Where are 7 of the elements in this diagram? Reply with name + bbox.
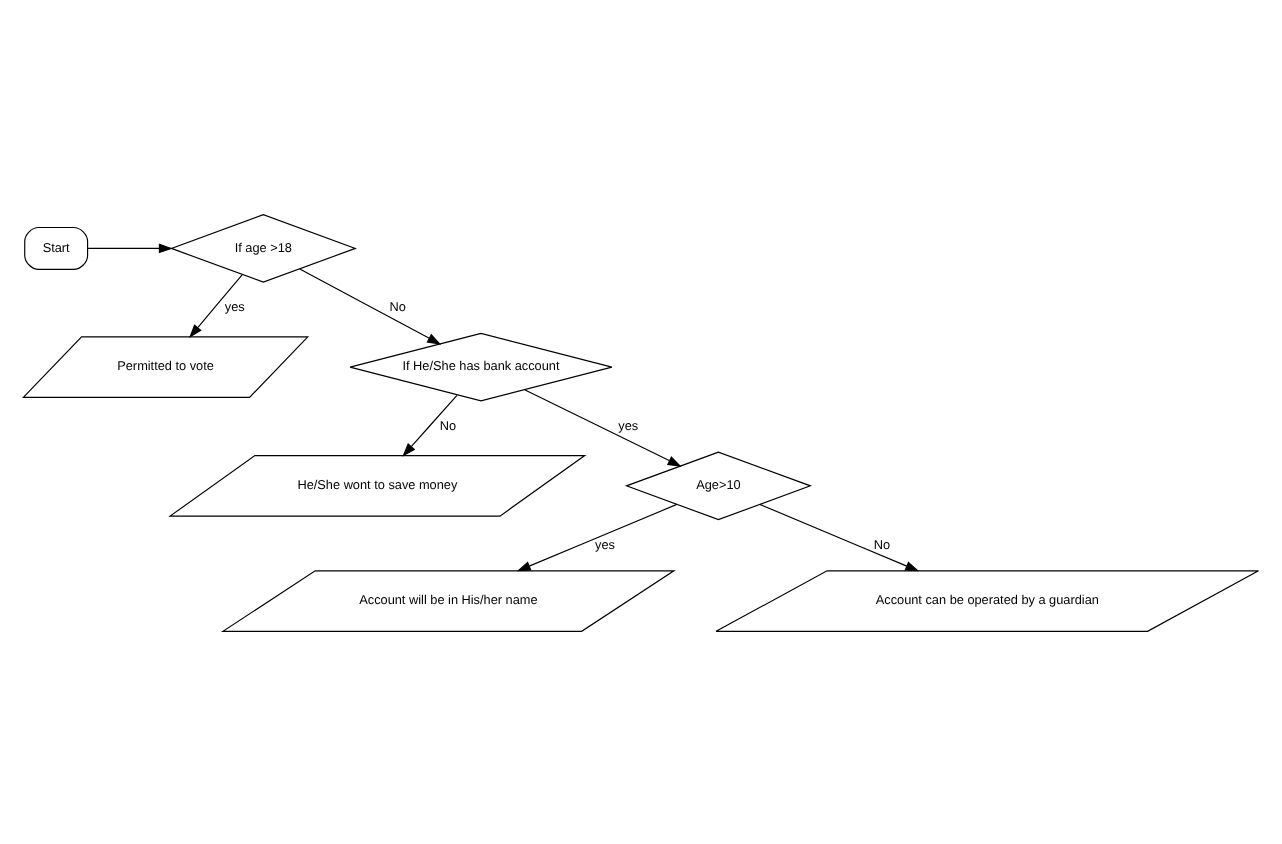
- arrow: [189, 273, 243, 337]
- arrow: [87, 242, 173, 253]
- arrow: [524, 388, 682, 466]
- arrow: [759, 502, 920, 571]
- arrow: [402, 393, 458, 456]
- arrow: [516, 502, 678, 571]
- arrow: [299, 267, 442, 344]
